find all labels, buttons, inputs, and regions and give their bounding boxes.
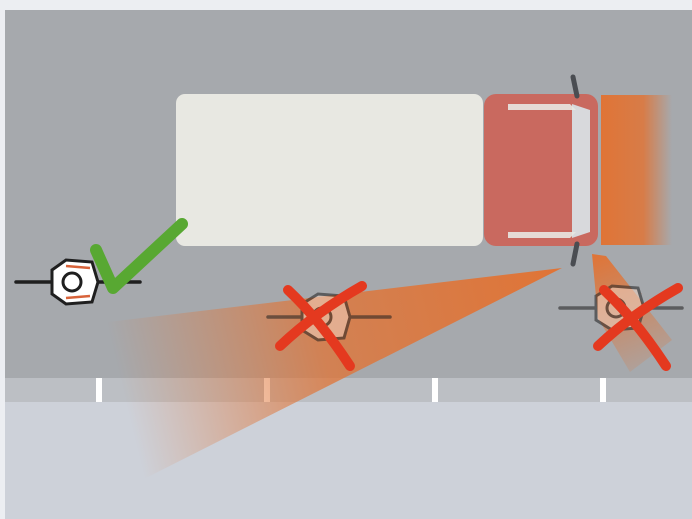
cross-icon: [593, 283, 683, 371]
cyclist-helmet: [61, 271, 83, 293]
side-blind-spot-zone: [108, 268, 562, 492]
cross-icon: [275, 281, 367, 371]
mirror-left: [570, 74, 580, 99]
lane-marker: [432, 378, 438, 402]
cyclist-arms: [65, 264, 91, 300]
front-blind-spot-zone: [601, 95, 673, 245]
truck-roof-line-top: [508, 104, 576, 110]
truck-windshield: [572, 104, 590, 238]
lane-marker: [96, 378, 102, 402]
lane-marker: [600, 378, 606, 402]
truck-roof-line-bottom: [508, 232, 576, 238]
curb: [5, 378, 692, 402]
check-icon: [90, 218, 188, 294]
truck: [176, 74, 598, 267]
truck-cab: [484, 94, 598, 246]
sidewalk: [5, 402, 692, 519]
mirror-right: [570, 241, 580, 267]
truck-trailer: [176, 94, 483, 246]
